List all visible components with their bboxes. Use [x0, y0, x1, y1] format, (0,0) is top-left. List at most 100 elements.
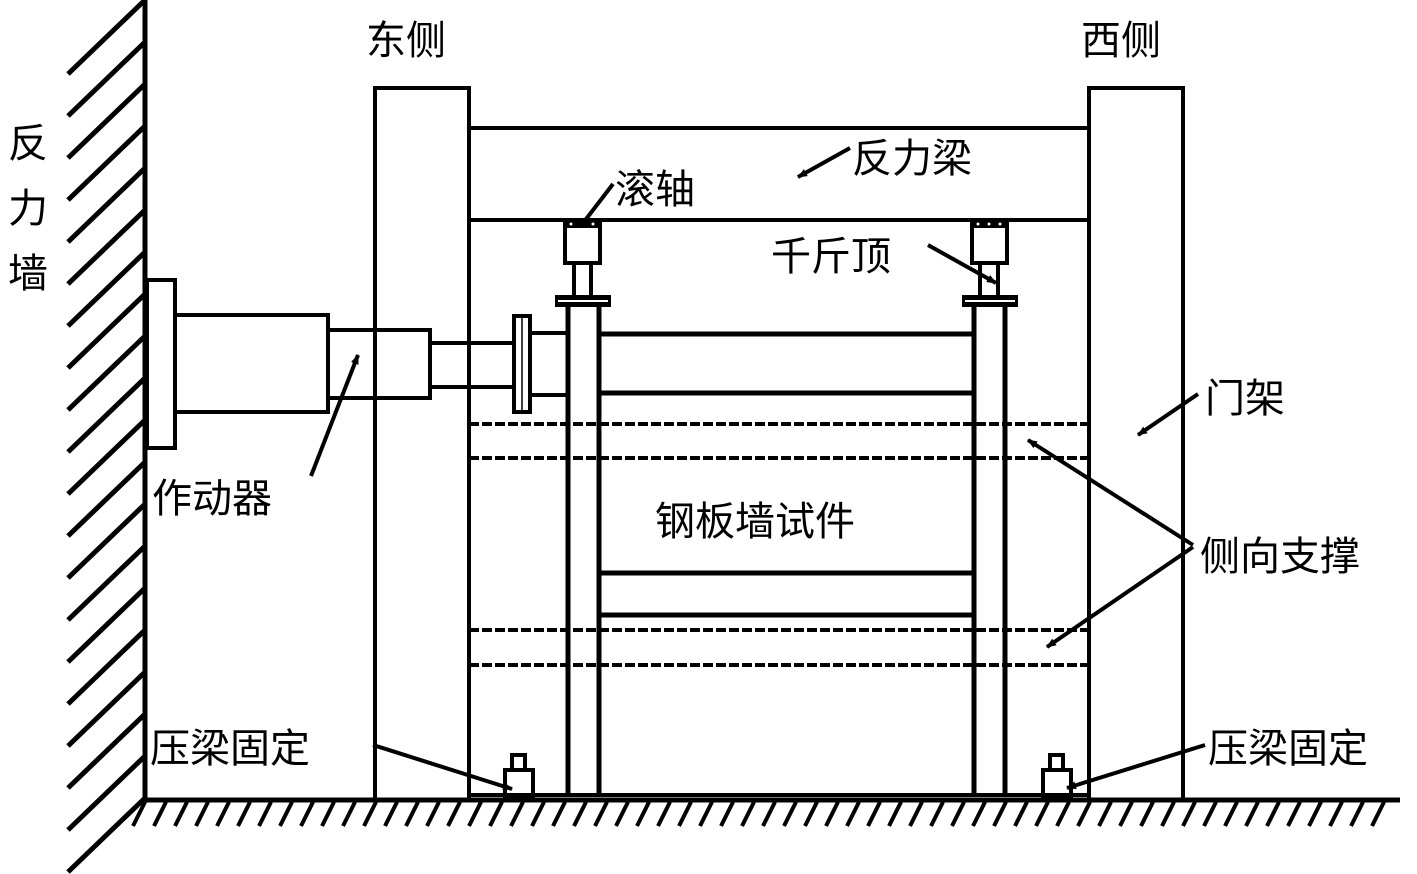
hatch-line: [719, 801, 735, 827]
hatch-line: [467, 801, 483, 827]
label-roller: 滚轴: [615, 167, 695, 213]
hatch-line: [66, 712, 147, 790]
hatch-line: [740, 801, 756, 827]
hatch-line: [446, 801, 462, 827]
specimen-column-west: [971, 305, 1008, 795]
label-portal-frame: 门架: [1205, 376, 1285, 422]
arrow-reaction-beam: [797, 146, 851, 179]
hatch-line: [362, 801, 378, 827]
hatch-line: [992, 801, 1008, 827]
arrow-lateral-support-upper: [1026, 438, 1195, 547]
hatch-line: [1055, 801, 1071, 827]
hatch-line: [131, 801, 147, 827]
arrow-clamp-right: [1066, 743, 1206, 790]
reaction-wall-hatch: [66, 0, 147, 874]
hatch-line: [1181, 801, 1197, 827]
hatch-line: [635, 801, 651, 827]
hatch-line: [1223, 801, 1239, 827]
hatch-line: [1139, 801, 1155, 827]
label-jack: 千斤顶: [771, 234, 891, 280]
hatch-line: [320, 801, 336, 827]
arrow-actuator: [309, 354, 360, 477]
hatch-line: [866, 801, 882, 827]
hatch-line: [66, 124, 147, 202]
leader-arrows: [309, 146, 1206, 791]
hatch-line: [1370, 801, 1386, 827]
hatch-line: [1097, 801, 1113, 827]
hatch-line: [698, 801, 714, 827]
arrow-portal-frame: [1136, 392, 1200, 437]
hatch-line: [299, 801, 315, 827]
ground: [131, 797, 1400, 827]
portal-column-west: [1087, 86, 1185, 802]
clamp-left: [503, 753, 535, 799]
hatch-line: [614, 801, 630, 827]
actuator: [145, 278, 566, 450]
reaction-beam: [469, 126, 1089, 222]
label-clamp-right: 压梁固定: [1208, 726, 1368, 772]
hatch-line: [929, 801, 945, 827]
label-specimen: 钢板墙试件: [655, 499, 855, 545]
hatch-line: [656, 801, 672, 827]
label-actuator: 作动器: [152, 476, 272, 522]
hatch-line: [824, 801, 840, 827]
hatch-line: [66, 376, 147, 454]
hatch-line: [66, 40, 147, 118]
hatch-line: [1244, 801, 1260, 827]
hatch-line: [551, 801, 567, 827]
ground-hatch: [131, 801, 1386, 827]
hatch-line: [66, 628, 147, 706]
hatch-line: [1118, 801, 1134, 827]
hatch-line: [66, 544, 147, 622]
hatch-line: [257, 801, 273, 827]
hatch-line: [383, 801, 399, 827]
hatch-line: [66, 0, 147, 76]
hatch-line: [677, 801, 693, 827]
hatch-line: [572, 801, 588, 827]
hatch-line: [66, 334, 147, 412]
hatch-line: [950, 801, 966, 827]
hatch-line: [761, 801, 777, 827]
label-clamp-left: 压梁固定: [150, 726, 310, 772]
hatch-line: [887, 801, 903, 827]
hatch-line: [66, 670, 147, 748]
specimen-column-east: [565, 305, 602, 795]
hatch-line: [341, 801, 357, 827]
hatch-line: [593, 801, 609, 827]
reaction-wall: [66, 0, 148, 874]
hatch-line: [488, 801, 504, 827]
hatch-line: [152, 801, 168, 827]
hatch-line: [66, 418, 147, 496]
label-reaction-wall-3: 墙: [8, 251, 48, 297]
label-lateral-support: 侧向支撑: [1200, 534, 1360, 580]
label-reaction-beam: 反力梁: [852, 136, 972, 182]
hatch-line: [1160, 801, 1176, 827]
hatch-line: [1013, 801, 1029, 827]
hatch-line: [404, 801, 420, 827]
hatch-line: [173, 801, 189, 827]
hatch-line: [66, 460, 147, 538]
hatch-line: [66, 166, 147, 244]
hatch-line: [1307, 801, 1323, 827]
arrow-lateral-support-lower: [1045, 545, 1195, 649]
portal-column-east: [373, 86, 471, 802]
label-reaction-wall-1: 反: [8, 121, 48, 167]
hatch-line: [66, 586, 147, 664]
hatch-line: [1202, 801, 1218, 827]
hatch-line: [66, 502, 147, 580]
hatch-line: [66, 208, 147, 286]
jack-east: [555, 221, 611, 307]
hatch-line: [66, 796, 147, 874]
hatch-line: [782, 801, 798, 827]
hatch-line: [803, 801, 819, 827]
hatch-line: [194, 801, 210, 827]
hatch-line: [66, 292, 147, 370]
hatch-line: [278, 801, 294, 827]
clamp-right: [1041, 753, 1073, 799]
hatch-line: [66, 754, 147, 832]
hatch-line: [908, 801, 924, 827]
hatch-line: [1265, 801, 1281, 827]
label-west-side: 西侧: [1081, 18, 1161, 64]
hatch-line: [1286, 801, 1302, 827]
hatch-line: [66, 250, 147, 328]
